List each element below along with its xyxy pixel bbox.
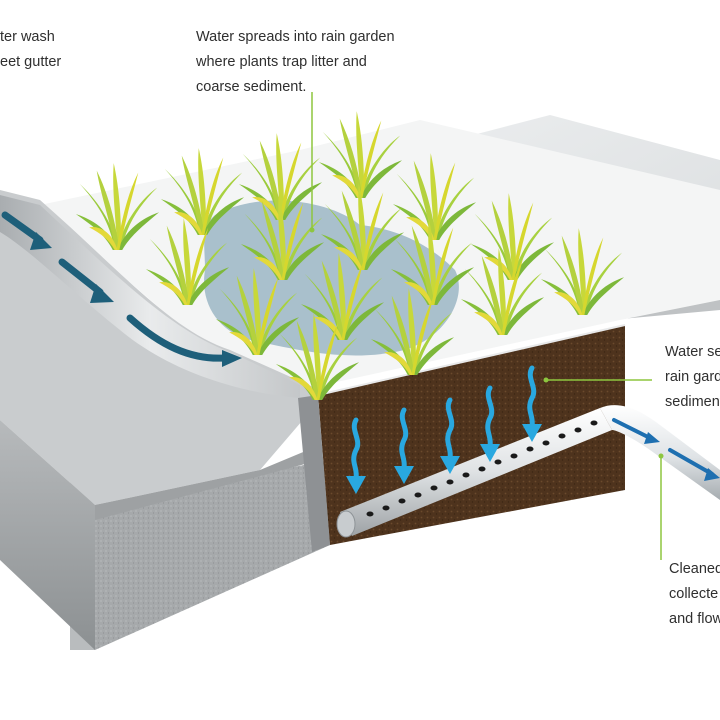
- infiltration-arrows: [351, 365, 537, 481]
- curb-and-gutter: [0, 190, 320, 650]
- label-cleaned-line-2: collecte: [669, 586, 719, 602]
- label-seep: Water se rain gard sediment: [665, 340, 720, 415]
- label-rain-garden-line-2: where plants trap litter and: [196, 54, 367, 70]
- label-gutter-line-2: eet gutter: [0, 54, 62, 70]
- underdrain-pipe: [336, 405, 720, 538]
- label-gutter: ter wash eet gutter: [0, 25, 61, 75]
- label-rain-garden: Water spreads into rain garden where pla…: [196, 25, 395, 100]
- leader-lines: [309, 92, 664, 560]
- label-cleaned: Cleaned collecte and flow: [669, 557, 720, 632]
- label-rain-garden-line-1: Water spreads into rain garden: [196, 29, 395, 45]
- label-cleaned-line-1: Cleaned: [669, 561, 720, 577]
- label-gutter-line-1: ter wash: [0, 29, 55, 45]
- label-seep-line-1: Water se: [665, 344, 720, 360]
- label-cleaned-line-3: and flow: [669, 611, 720, 627]
- label-rain-garden-line-3: coarse sediment.: [196, 79, 307, 95]
- gutter-flow-arrows: [1, 211, 242, 367]
- label-seep-line-2: rain gard: [665, 369, 720, 385]
- label-seep-line-3: sediment: [665, 394, 720, 410]
- infiltration-arrowheads: [346, 424, 542, 494]
